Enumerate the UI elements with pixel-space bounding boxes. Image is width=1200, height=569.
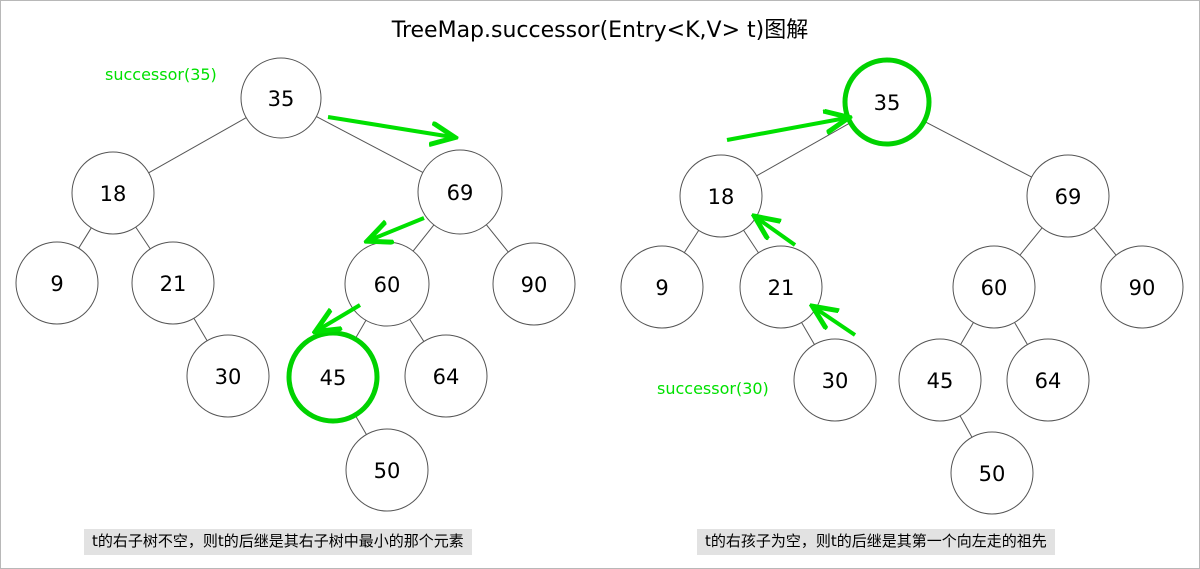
- node-highlight-ring: [842, 57, 932, 147]
- node-outline: [739, 245, 823, 329]
- node-key-label: 45: [927, 369, 954, 393]
- tree-edge-45-50: [959, 415, 973, 438]
- node-key-label: 50: [374, 459, 401, 483]
- node-key-label: 90: [1129, 276, 1156, 300]
- tree-node-right-90[interactable]: 90: [1100, 245, 1184, 329]
- tree-edge-69-60: [412, 224, 435, 252]
- tree-edge-18-21: [135, 226, 151, 250]
- tree-node-left-45[interactable]: 45: [286, 330, 380, 424]
- node-key-label: 69: [1055, 185, 1082, 209]
- node-key-label: 45: [320, 366, 347, 390]
- node-outline: [620, 245, 704, 329]
- node-outline: [1100, 245, 1184, 329]
- arrow-60-to-45: [318, 303, 362, 330]
- tree-node-left-35[interactable]: 35: [240, 57, 322, 139]
- tree-node-left-50[interactable]: 50: [345, 428, 429, 512]
- arrow-69-to-60: [370, 216, 425, 240]
- tree-edge-60-45: [354, 320, 367, 340]
- tree-node-left-60[interactable]: 60: [344, 241, 430, 327]
- tree-edge-18-21: [743, 229, 759, 254]
- node-outline: [417, 149, 503, 235]
- tree-node-right-69[interactable]: 69: [1026, 154, 1110, 238]
- node-key-label: 69: [447, 181, 474, 205]
- tree-node-right-64[interactable]: 64: [1006, 338, 1090, 422]
- arrow-21-to-18: [757, 218, 797, 247]
- node-key-label: 60: [374, 273, 401, 297]
- tree-edge-35-18: [148, 117, 247, 174]
- node-outline: [404, 334, 488, 418]
- tree-node-left-18[interactable]: 18: [71, 151, 155, 235]
- node-key-label: 90: [521, 273, 548, 297]
- node-outline: [131, 241, 215, 325]
- node-key-label: 35: [874, 91, 901, 115]
- arrow-18-to-35: [726, 118, 846, 142]
- node-outline: [71, 151, 155, 235]
- annotations-layer: successor(35) successor(30): [105, 65, 769, 398]
- node-key-label: 9: [50, 272, 63, 296]
- tree-node-left-69[interactable]: 69: [417, 149, 503, 235]
- node-key-label: 30: [215, 365, 242, 389]
- node-outline: [345, 428, 429, 512]
- node-outline: [950, 431, 1034, 515]
- node-key-label: 50: [979, 462, 1006, 486]
- annotation-left: successor(35): [105, 65, 217, 84]
- node-outline: [898, 338, 982, 422]
- node-key-label: 18: [100, 182, 127, 206]
- tree-node-left-30[interactable]: 30: [186, 334, 270, 418]
- traversal-arrows-layer: [318, 115, 857, 337]
- node-key-label: 9: [655, 276, 668, 300]
- tree-node-right-18[interactable]: 18: [679, 154, 763, 238]
- tree-nodes-layer: 35 18 69 9 21 60 90 30 45 64 50 35 18 69 9 21 60 90 30 45 64…: [15, 57, 1184, 515]
- node-key-label: 18: [708, 185, 735, 209]
- node-key-label: 64: [1035, 369, 1062, 393]
- node-outline: [793, 338, 877, 422]
- node-key-label: 21: [160, 272, 187, 296]
- node-outline: [1006, 338, 1090, 422]
- tree-edge-18-9: [683, 230, 700, 253]
- tree-node-right-9[interactable]: 9: [620, 245, 704, 329]
- arrow-30-to-21: [815, 308, 857, 337]
- tree-edge-21-30: [193, 318, 208, 341]
- tree-edge-60-45: [960, 322, 974, 345]
- node-outline: [240, 57, 322, 139]
- tree-edge-21-30: [801, 322, 815, 345]
- node-key-label: 21: [768, 276, 795, 300]
- tree-node-left-9[interactable]: 9: [15, 241, 99, 325]
- tree-node-right-30[interactable]: 30: [793, 338, 877, 422]
- tree-node-right-35[interactable]: 35: [842, 57, 932, 147]
- node-key-label: 60: [981, 276, 1008, 300]
- tree-edge-35-69: [924, 120, 1032, 178]
- tree-node-right-50[interactable]: 50: [950, 431, 1034, 515]
- tree-edge-60-64: [409, 319, 425, 342]
- tree-edge-60-64: [1014, 322, 1028, 345]
- tree-edge-45-50: [354, 414, 367, 435]
- caption-left-panel: t的右子树不空，则t的后继是其右子树中最小的那个元素: [84, 529, 472, 556]
- tree-node-left-90[interactable]: 90: [492, 242, 576, 326]
- node-outline: [15, 241, 99, 325]
- node-outline: [679, 154, 763, 238]
- arrow-35-to-69: [327, 115, 452, 137]
- caption-right-panel: t的右孩子为空，则t的后继是其第一个向左走的祖先: [697, 529, 1055, 556]
- node-key-label: 64: [433, 365, 460, 389]
- tree-edge-69-60: [1019, 227, 1043, 256]
- tree-edge-69-90: [1093, 227, 1117, 256]
- tree-node-right-21[interactable]: 21: [739, 245, 823, 329]
- tree-edge-18-9: [78, 227, 92, 249]
- node-key-label: 30: [822, 369, 849, 393]
- node-outline: [952, 245, 1036, 329]
- tree-node-right-60[interactable]: 60: [952, 245, 1036, 329]
- page-title: TreeMap.successor(Entry<K,V> t)图解: [391, 18, 809, 43]
- node-key-label: 35: [268, 87, 295, 111]
- annotation-right: successor(30): [657, 379, 769, 398]
- tree-node-left-21[interactable]: 21: [131, 241, 215, 325]
- node-outline: [492, 242, 576, 326]
- node-outline: [186, 334, 270, 418]
- tree-edge-69-90: [485, 224, 509, 253]
- tree-node-right-45[interactable]: 45: [898, 338, 982, 422]
- node-outline: [1026, 154, 1110, 238]
- tree-node-left-64[interactable]: 64: [404, 334, 488, 418]
- tree-edge-35-69: [316, 116, 424, 173]
